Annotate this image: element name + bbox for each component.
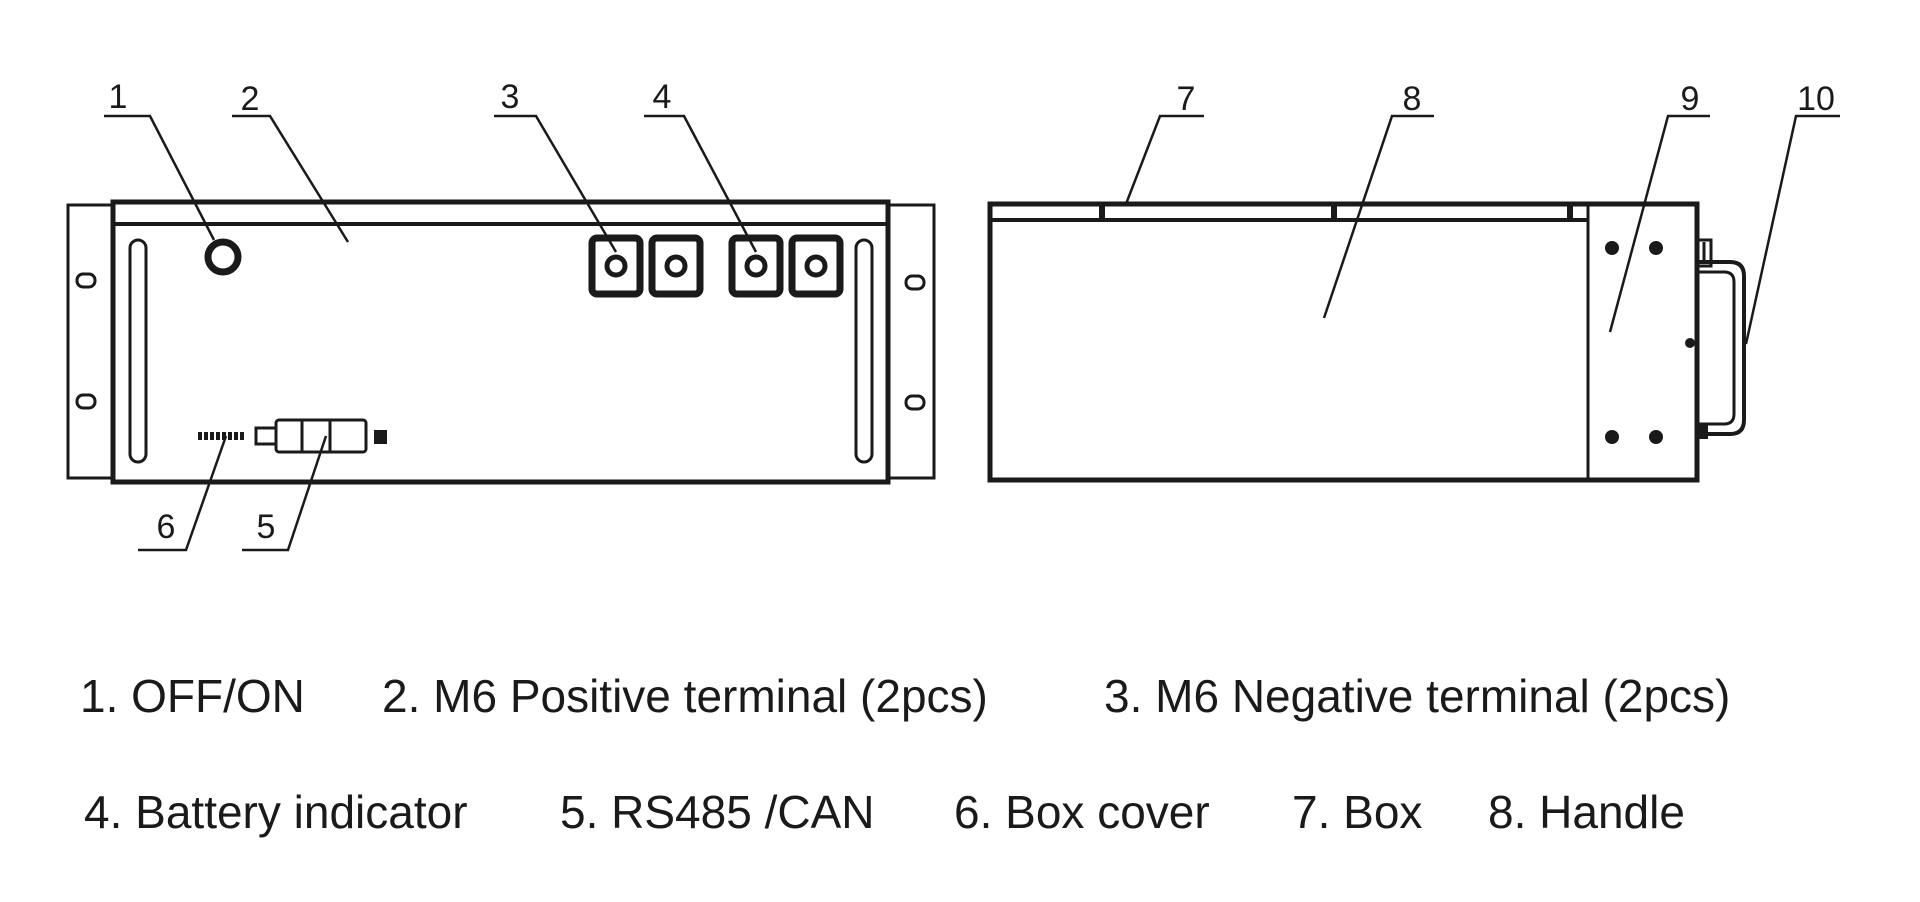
leader-4: [644, 114, 758, 253]
front-panel: [110, 199, 891, 485]
callout-3: 3: [501, 78, 520, 116]
terminal-positive-2-bolt: [664, 254, 688, 278]
leader-10: [1744, 114, 1840, 345]
callout-9: 9: [1681, 80, 1700, 118]
legend-item-3: 3. M6 Negative terminal (2pcs): [1104, 670, 1731, 722]
callout-numbers: 1 2 3 4 5 6 7 8 9 10: [109, 78, 1835, 546]
legend-item-1: 1. OFF/ON: [80, 670, 305, 722]
left-rack-ear: [66, 203, 116, 480]
right-vertical-handle: [854, 238, 874, 464]
terminal-positive-2: [648, 234, 704, 298]
callout-8: 8: [1403, 80, 1422, 118]
leader-1: [104, 114, 216, 241]
leader-5: [242, 435, 328, 552]
callout-10: 10: [1797, 80, 1835, 118]
leader-8: [1322, 114, 1434, 319]
left-vertical-handle: [128, 238, 148, 464]
leader-2: [232, 114, 350, 243]
terminal-group: [588, 234, 844, 298]
side-view: [987, 201, 1746, 483]
left-ear-slot-top: [75, 272, 97, 289]
front-view: [66, 199, 936, 485]
legend-item-2: 2. M6 Positive terminal (2pcs): [382, 670, 988, 722]
callout-1: 1: [109, 78, 128, 116]
leader-3: [494, 114, 618, 253]
callout-5: 5: [257, 508, 276, 546]
right-ear-slot-top: [904, 274, 926, 291]
leader-7: [1124, 114, 1204, 205]
left-ear-slot-bottom: [75, 393, 97, 410]
side-box: [987, 201, 1700, 483]
port-neck: [254, 426, 278, 446]
legend-item-7: 7. Box: [1292, 786, 1423, 838]
terminal-negative-2: [788, 234, 844, 298]
leader-9: [1608, 114, 1710, 333]
legend-item-5: 5. RS485 /CAN: [560, 786, 875, 838]
side-handle: [1697, 260, 1746, 436]
legend-item-8: 8. Handle: [1488, 786, 1685, 838]
callout-4: 4: [653, 78, 672, 116]
terminal-negative-2-bolt: [804, 254, 828, 278]
power-button: [204, 238, 242, 276]
terminal-positive-1: [588, 234, 644, 298]
right-ear-slot-bottom: [904, 394, 926, 411]
callout-7: 7: [1177, 80, 1196, 118]
terminal-positive-1-bolt: [604, 254, 628, 278]
callout-6: 6: [157, 508, 176, 546]
legend-item-6: 6. Box cover: [954, 786, 1210, 838]
callout-2: 2: [241, 80, 260, 118]
port-end-cap: [374, 430, 387, 444]
leader-lines: [104, 114, 1840, 552]
terminal-negative-1-bolt: [744, 254, 768, 278]
legend-item-4: 4. Battery indicator: [84, 786, 468, 838]
right-rack-ear: [886, 203, 936, 480]
terminal-negative-1: [728, 234, 784, 298]
leader-6: [138, 435, 228, 552]
